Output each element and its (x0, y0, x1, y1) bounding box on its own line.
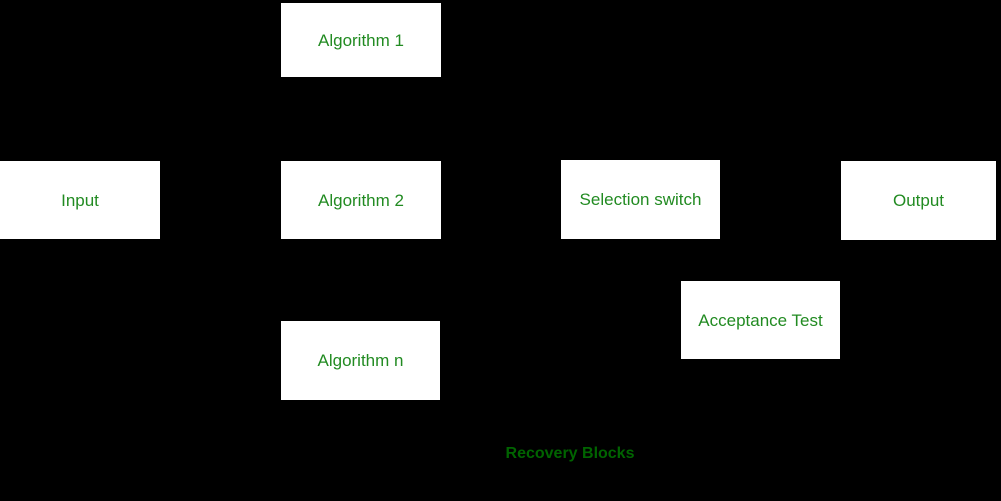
algorithm-2-label: Algorithm 2 (318, 190, 404, 210)
algorithm-1-label: Algorithm 1 (318, 30, 404, 50)
acceptance-test-box: Acceptance Test (681, 281, 840, 359)
algorithm-n-box: Algorithm n (281, 321, 440, 400)
acceptance-test-label: Acceptance Test (698, 310, 823, 330)
selection-switch-box: Selection switch (561, 160, 720, 239)
diagram-caption: Recovery Blocks (505, 445, 635, 462)
selection-switch-label: Selection switch (579, 190, 702, 209)
input-box: Input (0, 161, 160, 239)
algorithm-n-label: Algorithm n (317, 351, 404, 370)
output-label: Output (892, 191, 945, 210)
algorithm-2-box: Algorithm 2 (281, 161, 441, 239)
algorithm-1-box: Algorithm 1 (281, 3, 441, 77)
output-box: Output (841, 161, 996, 240)
input-label: Input (61, 190, 99, 210)
